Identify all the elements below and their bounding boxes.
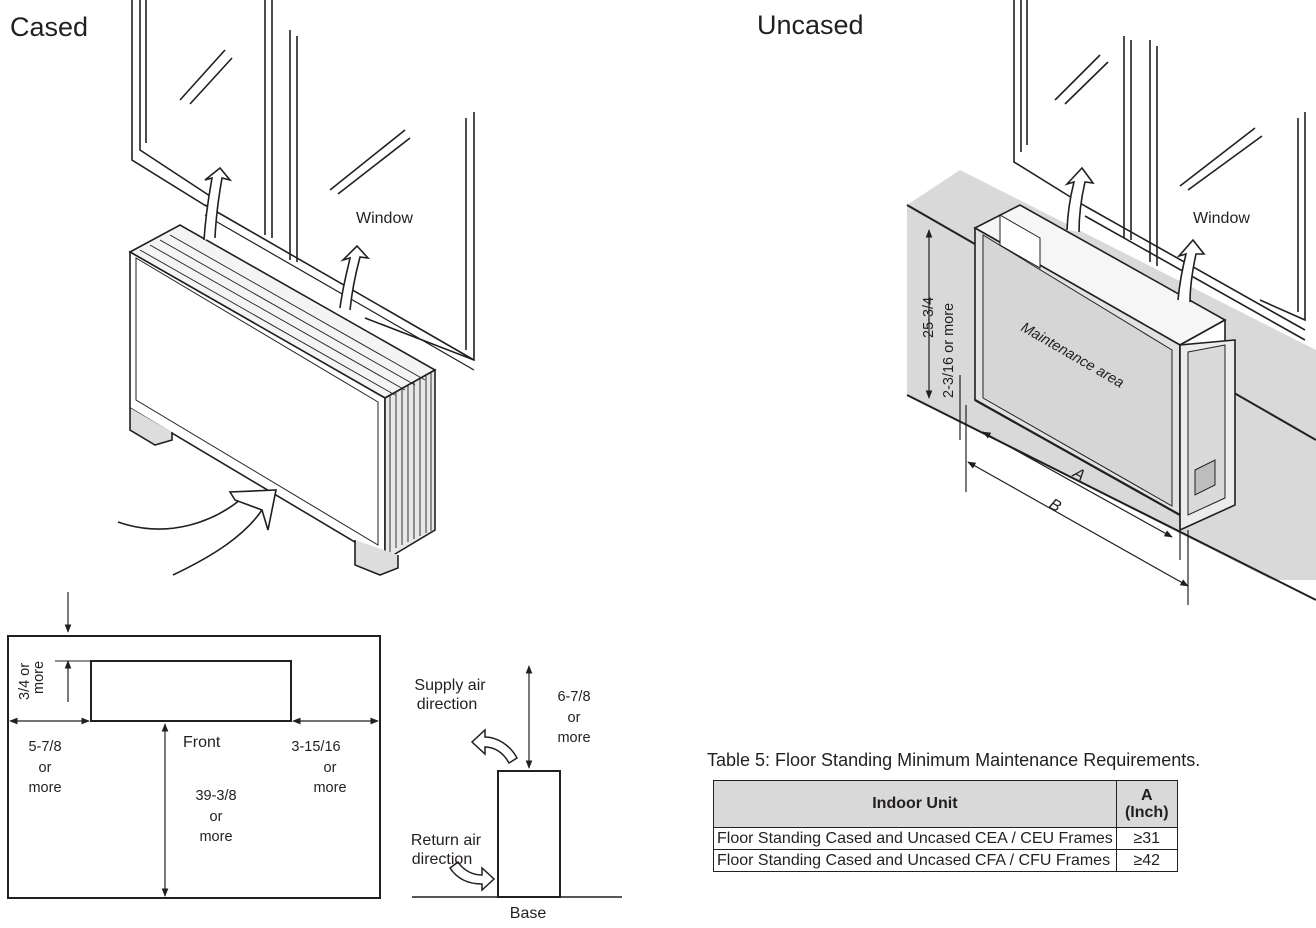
table-row: Floor Standing Cased and Uncased CEA / C… bbox=[713, 827, 1178, 850]
plan-left-clear-2: or bbox=[39, 760, 52, 776]
row-a-value: ≥42 bbox=[1115, 849, 1178, 872]
plan-right-clear-3: more bbox=[313, 780, 346, 796]
return-air-label-2: direction bbox=[412, 851, 472, 868]
base-label: Base bbox=[510, 905, 547, 922]
side-top-clear-2: or bbox=[568, 710, 581, 726]
side-top-clear-1: 6-7/8 bbox=[557, 689, 590, 705]
return-air-label-1: Return air bbox=[411, 832, 482, 849]
row-unit: Floor Standing Cased and Uncased CFA / C… bbox=[713, 849, 1117, 872]
plan-right-clear-1: 3-15/16 bbox=[291, 739, 340, 755]
uncased-airflow-arrows bbox=[1064, 166, 1206, 303]
cased-airflow-arrows bbox=[117, 166, 371, 576]
header-indoor-unit: Indoor Unit bbox=[713, 780, 1117, 828]
table-caption: Table 5: Floor Standing Minimum Maintena… bbox=[707, 750, 1201, 770]
uncased-window-label: Window bbox=[1193, 210, 1250, 227]
table-row: Floor Standing Cased and Uncased CFA / C… bbox=[713, 849, 1178, 872]
table-header-row: Indoor Unit A(Inch) bbox=[713, 780, 1178, 828]
uncased-title: Uncased bbox=[757, 10, 864, 40]
header-a-line2: (Inch) bbox=[1124, 804, 1169, 821]
plan-front-clear-2: or bbox=[210, 809, 223, 825]
plan-front-clear-1: 39-3/8 bbox=[195, 788, 236, 804]
cased-illustration bbox=[117, 0, 475, 576]
row-unit: Floor Standing Cased and Uncased CEA / C… bbox=[713, 827, 1117, 850]
cased-window-left bbox=[131, 0, 273, 238]
plan-front-clear-3: more bbox=[199, 829, 232, 845]
plan-view-diagram bbox=[7, 592, 381, 899]
supply-air-arrow bbox=[470, 728, 518, 765]
dim-height-label: 25-3/4 bbox=[921, 297, 937, 338]
plan-right-clear-2: or bbox=[324, 760, 337, 776]
maintenance-table: Indoor Unit A(Inch) Floor Standing Cased… bbox=[713, 780, 1178, 872]
return-air-arrow bbox=[448, 860, 496, 892]
cased-title: Cased bbox=[10, 12, 88, 42]
uncased-window bbox=[1013, 0, 1306, 341]
uncased-illustration bbox=[906, 0, 1316, 605]
header-a: A(Inch) bbox=[1115, 780, 1178, 828]
plan-left-clear-1: 5-7/8 bbox=[28, 739, 61, 755]
side-unit-rect bbox=[497, 770, 561, 898]
side-top-clear-3: more bbox=[557, 730, 590, 746]
dim-bottom-clearance-label: 2-3/16 or more bbox=[941, 303, 957, 398]
cased-unit-body bbox=[128, 224, 437, 576]
row-a-value: ≥31 bbox=[1115, 827, 1178, 850]
header-a-line1: A bbox=[1140, 787, 1153, 804]
supply-air-label-2: direction bbox=[417, 696, 477, 713]
uncased-dimensions bbox=[925, 229, 1189, 605]
supply-air-label-1: Supply air bbox=[414, 677, 486, 694]
plan-left-clear-3: more bbox=[28, 780, 61, 796]
cased-window-label: Window bbox=[356, 210, 413, 227]
plan-room-outline bbox=[7, 635, 381, 899]
plan-top-clear-1: 3/4 or bbox=[17, 663, 33, 700]
side-view-diagram bbox=[412, 665, 622, 898]
plan-top-clear-2: more bbox=[31, 661, 47, 694]
plan-front-label: Front bbox=[183, 734, 221, 751]
dim-b-label: B bbox=[1046, 496, 1064, 516]
plan-unit-rect bbox=[90, 660, 292, 722]
